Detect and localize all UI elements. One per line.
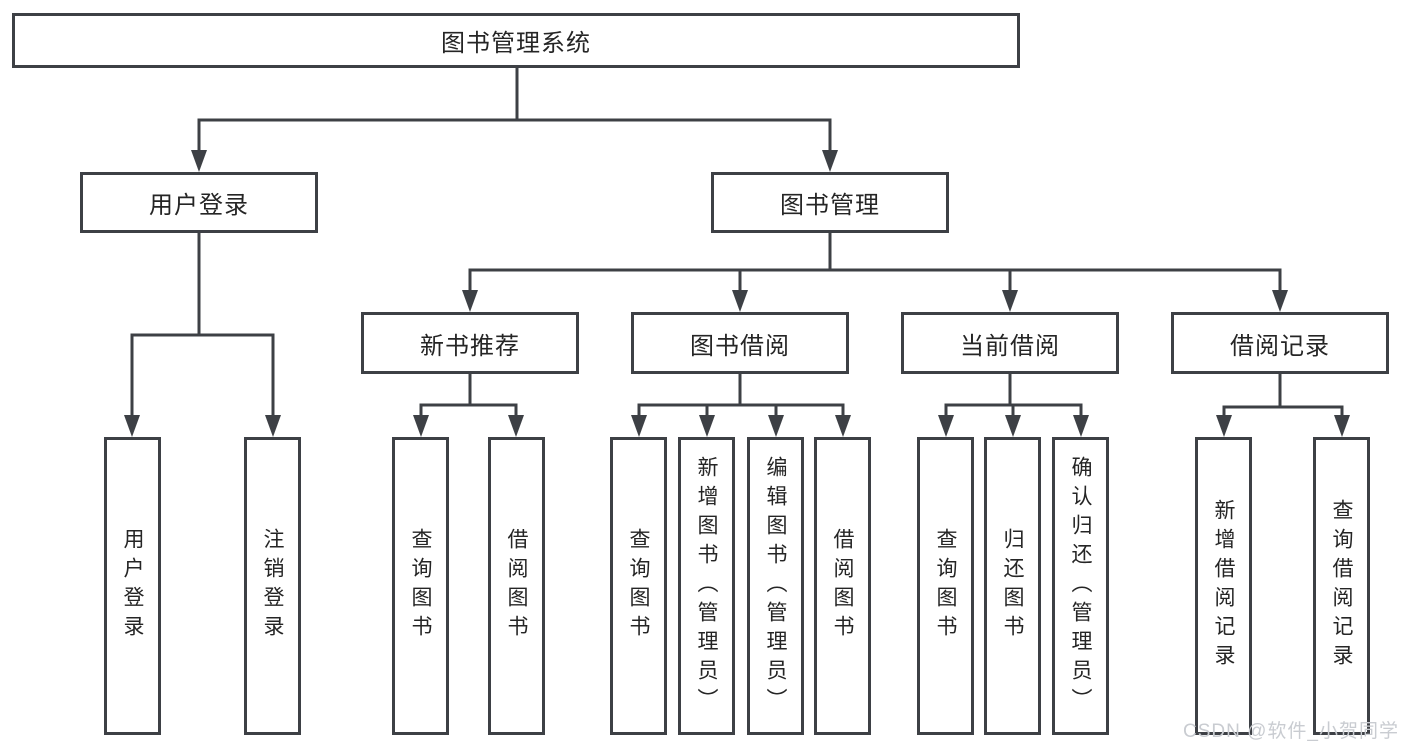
arrowhead [508,415,524,437]
arrowhead [732,290,748,312]
arrowhead [124,415,140,437]
leaf-logout: 注销登录 [244,437,301,735]
arrowhead [768,415,784,437]
leaf-label: 查询图书 [934,528,957,644]
node-new-book-recommendation: 新书推荐 [361,312,579,374]
arrowhead [413,415,429,437]
leaf-label: 注销登录 [261,528,284,644]
edge-current-to-leaves [944,374,1083,420]
edge-borrowing-to-leaves [637,374,845,420]
edge-recommend-to-leaves [419,374,518,420]
arrowhead [1272,290,1288,312]
arrowhead [1005,415,1021,437]
leaf-label: 归还图书 [1001,528,1024,644]
arrowhead [631,415,647,437]
leaf-label: 新增借阅记录 [1212,499,1235,673]
leaf-label: 编辑图书（管理员） [764,455,787,717]
arrowhead [191,150,207,172]
leaf-label: 借阅图书 [831,528,854,644]
arrowhead [462,290,478,312]
leaf-query-books-current: 查询图书 [917,437,974,735]
edge-userlogin-to-leaves [130,233,275,420]
leaf-return-book: 归还图书 [984,437,1041,735]
leaf-label: 用户登录 [121,528,144,644]
leaf-add-borrow-record: 新增借阅记录 [1195,437,1252,735]
node-user-login: 用户登录 [80,172,318,233]
leaf-query-books-recommend: 查询图书 [392,437,449,735]
edge-bookmgmt-to-level2 [468,233,1282,295]
node-label: 新书推荐 [420,332,520,360]
leaf-query-books-borrowing: 查询图书 [610,437,667,735]
node-label: 当前借阅 [960,332,1060,360]
leaf-confirm-return-admin: 确认归还（管理员） [1052,437,1109,735]
arrowhead [1002,290,1018,312]
leaf-user-login: 用户登录 [104,437,161,735]
node-book-management: 图书管理 [711,172,949,233]
leaf-add-book-admin: 新增图书（管理员） [678,437,735,735]
node-library-management-system: 图书管理系统 [12,13,1020,68]
arrowhead [1073,415,1089,437]
node-label: 用户登录 [149,192,249,219]
leaf-label: 查询图书 [627,528,650,644]
arrowhead [938,415,954,437]
node-borrowing-records: 借阅记录 [1171,312,1389,374]
leaf-label: 借阅图书 [505,528,528,644]
arrowhead [265,415,281,437]
node-current-borrowing: 当前借阅 [901,312,1119,374]
leaf-borrow-books-borrowing: 借阅图书 [814,437,871,735]
leaf-label: 新增图书（管理员） [695,455,718,717]
arrowhead [822,150,838,172]
edge-root-to-level1 [197,68,832,155]
arrowhead [699,415,715,437]
leaf-query-borrow-record: 查询借阅记录 [1313,437,1370,735]
leaf-label: 查询图书 [409,528,432,644]
node-label: 借阅记录 [1230,332,1330,360]
edge-records-to-leaves [1222,374,1344,420]
leaf-edit-book-admin: 编辑图书（管理员） [747,437,804,735]
node-label: 图书管理系统 [441,30,591,57]
leaf-label: 确认归还（管理员） [1069,455,1092,717]
leaf-borrow-books-recommend: 借阅图书 [488,437,545,735]
arrowhead [1216,415,1232,437]
node-label: 图书管理 [780,192,880,219]
node-label: 图书借阅 [690,332,790,360]
arrowhead [835,415,851,437]
leaf-label: 查询借阅记录 [1330,499,1353,673]
node-book-borrowing: 图书借阅 [631,312,849,374]
arrowhead [1334,415,1350,437]
